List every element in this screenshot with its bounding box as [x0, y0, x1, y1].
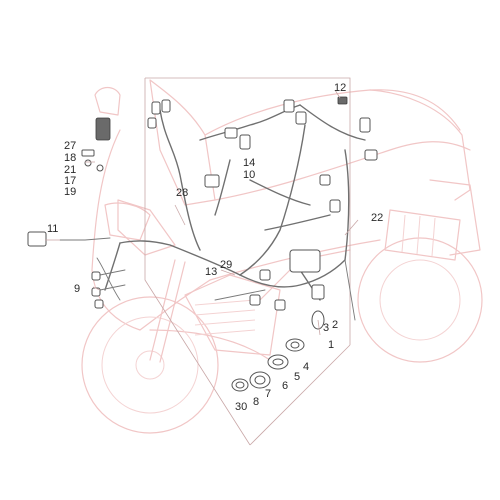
callout-22: 22	[371, 212, 383, 224]
callout-30: 30	[235, 401, 247, 413]
callout-6: 6	[282, 380, 288, 392]
grommet-parts	[231, 310, 325, 392]
callout-labels: 12 27 18 21 17 19 14 10 28 11 22 29 13 9…	[47, 82, 383, 413]
callout-28: 28	[176, 187, 188, 199]
callout-2: 2	[332, 319, 338, 331]
callout-7: 7	[265, 388, 271, 400]
connectors	[27, 96, 378, 311]
callout-11: 11	[47, 223, 58, 235]
callout-3: 3	[323, 322, 329, 334]
callout-18: 18	[64, 152, 76, 164]
callout-27: 27	[64, 140, 76, 152]
callout-21: 21	[64, 164, 76, 176]
callout-14: 14	[243, 157, 255, 169]
callout-19: 19	[64, 186, 76, 198]
callout-13: 13	[205, 266, 217, 278]
callout-4: 4	[303, 361, 309, 373]
assembly-frame	[144, 77, 351, 446]
callout-9: 9	[74, 283, 80, 295]
main-wiring-harness	[59, 104, 366, 321]
callout-10: 10	[243, 169, 255, 181]
leader-lines	[45, 89, 359, 336]
callout-5: 5	[294, 371, 300, 383]
callout-17: 17	[64, 175, 76, 187]
callout-29: 29	[220, 259, 232, 271]
callout-8: 8	[253, 396, 259, 408]
callout-1: 1	[328, 339, 334, 351]
callout-12: 12	[334, 82, 346, 94]
